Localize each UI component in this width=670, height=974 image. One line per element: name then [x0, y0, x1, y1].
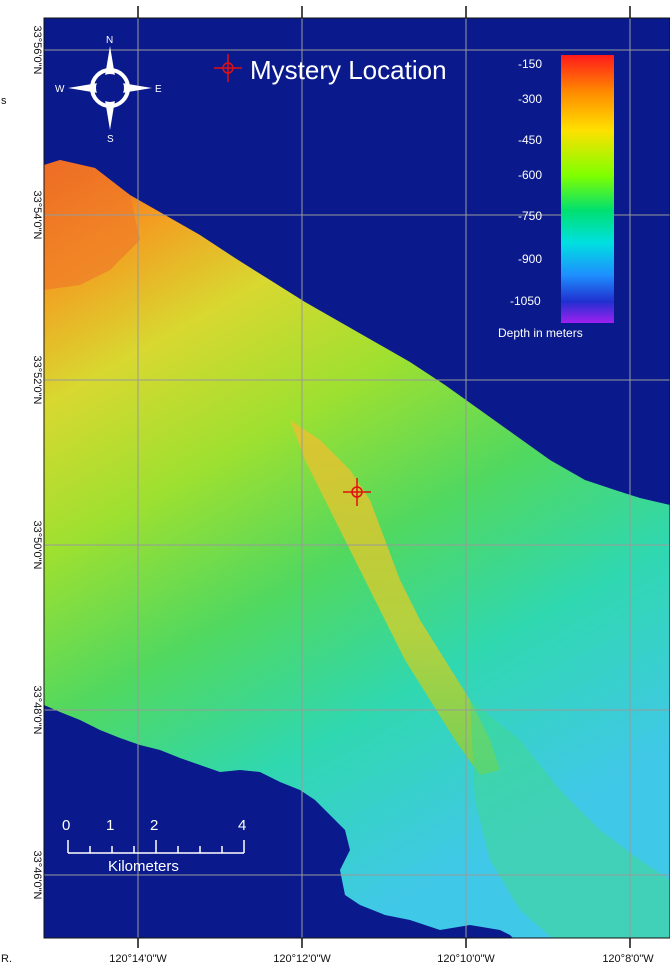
compass-west-label: W	[55, 84, 65, 95]
frame-ticks	[137, 6, 631, 948]
latitude-label: 33°54'0"N	[31, 191, 43, 240]
longitude-label: 120°12'0"W	[273, 953, 331, 965]
compass-rose: N S W E	[55, 35, 162, 145]
depth-tick-label: -600	[518, 168, 542, 182]
northwest-high	[44, 160, 140, 290]
scale-tick-label: 2	[150, 817, 158, 834]
scale-unit-label: Kilometers	[108, 858, 179, 875]
depth-tick-label: -150	[518, 57, 542, 71]
latitude-label: 33°56'0"N	[31, 26, 43, 75]
map-frame	[43, 17, 670, 939]
canyon-area	[470, 700, 670, 938]
scale-bar	[67, 840, 245, 854]
longitude-label: 120°14'0"W	[109, 953, 167, 965]
latitude-label: 33°52'0"N	[31, 356, 43, 405]
latitude-label: 33°48'0"N	[31, 686, 43, 735]
depth-color-ramp	[561, 55, 614, 323]
depth-tick-label: -300	[518, 92, 542, 106]
corner-text-top-left: s	[1, 95, 7, 107]
compass-north-label: N	[106, 35, 113, 46]
latitude-labels: 33°56'0"N 33°54'0"N 33°52'0"N 33°50'0"N …	[31, 26, 43, 900]
depth-tick-label: -450	[518, 133, 542, 147]
depth-tick-labels: -150 -300 -450 -600 -750 -900 -1050	[510, 57, 542, 308]
latitude-label: 33°50'0"N	[31, 521, 43, 570]
depth-tick-label: -750	[518, 209, 542, 223]
latitude-label: 33°46'0"N	[31, 851, 43, 900]
compass-east-label: E	[155, 84, 162, 95]
scale-tick-label: 0	[62, 817, 70, 834]
central-ridge	[290, 420, 500, 775]
longitude-labels: 120°14'0"W 120°12'0"W 120°10'0"W 120°8'0…	[109, 953, 654, 965]
scale-tick-label: 4	[238, 817, 246, 834]
longitude-label: 120°10'0"W	[437, 953, 495, 965]
legend-marker-symbol	[214, 54, 242, 82]
corner-text-bottom-left: R.	[1, 953, 12, 965]
depth-tick-label: -1050	[510, 294, 541, 308]
depth-tick-label: -900	[518, 252, 542, 266]
legend-marker-label: Mystery Location	[250, 55, 447, 85]
compass-south-label: S	[107, 134, 114, 145]
longitude-label: 120°8'0"W	[602, 953, 654, 965]
mystery-location-marker[interactable]	[343, 478, 371, 506]
scale-tick-label: 1	[106, 817, 114, 834]
depth-legend-title: Depth in meters	[498, 326, 583, 340]
